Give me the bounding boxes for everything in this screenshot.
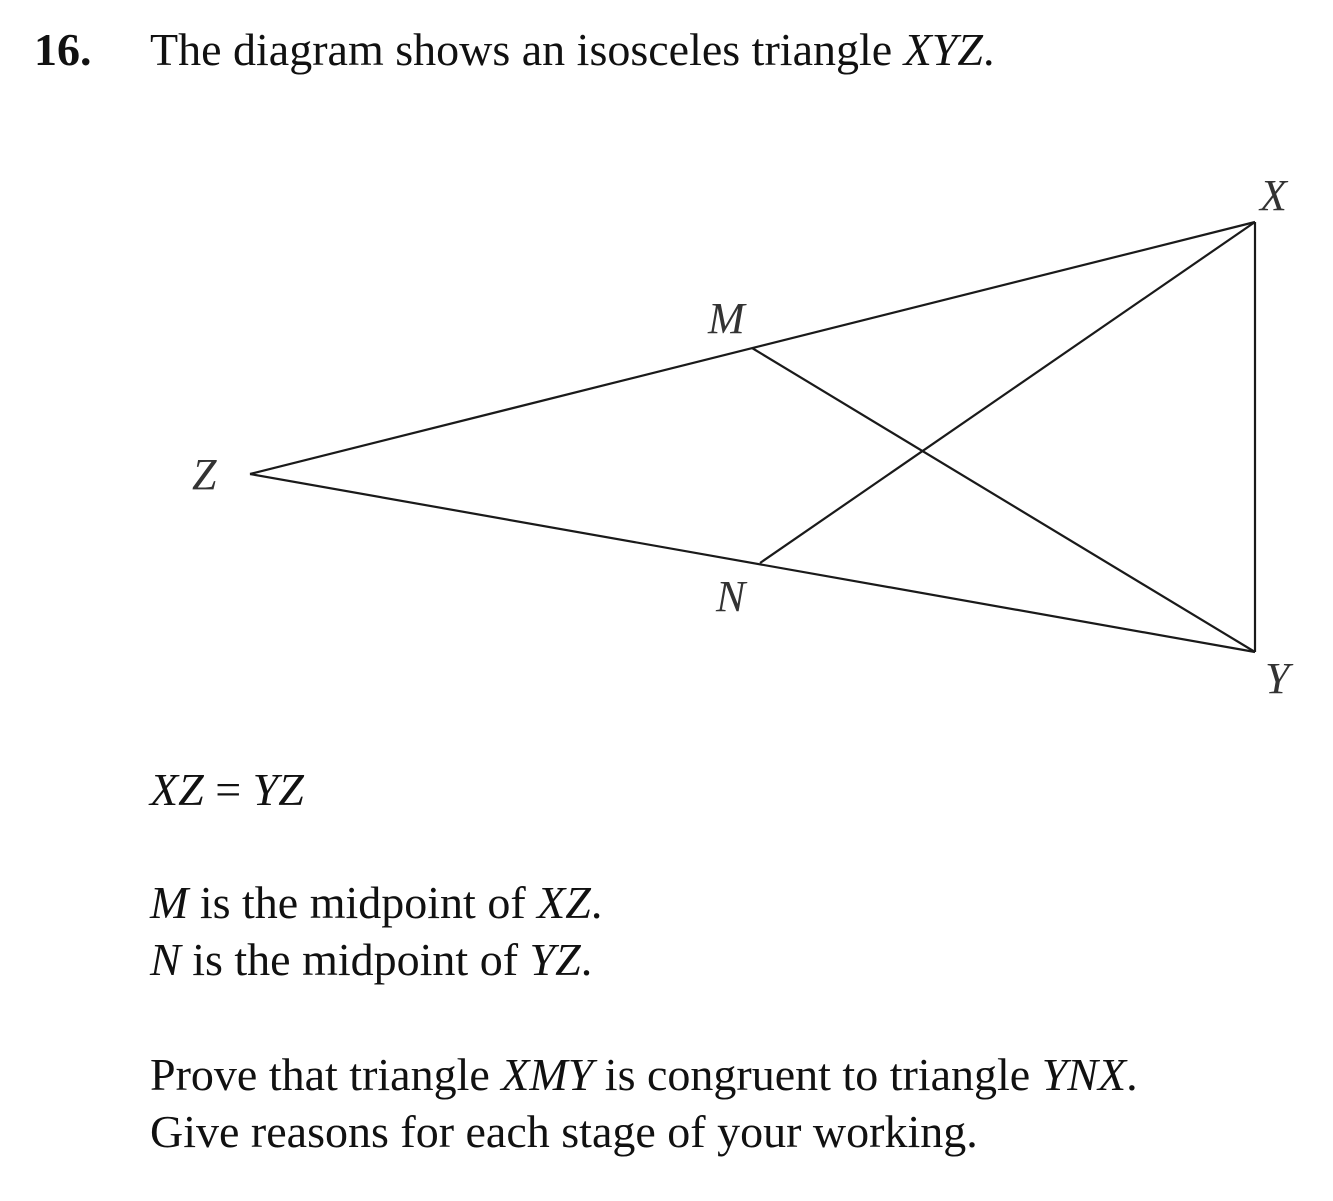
point-n: N (150, 934, 181, 985)
point-m: M (150, 877, 189, 928)
n-end: . (580, 934, 593, 985)
triangle-xmy: XMY (501, 1049, 594, 1100)
prove-text-1: Prove that triangle (150, 1049, 502, 1100)
question-number: 16. (34, 24, 92, 75)
segment-xz: XZ (150, 764, 204, 815)
segment-yz: YZ (252, 764, 304, 815)
side-zy (249, 472, 1256, 654)
label-m: M (707, 294, 747, 343)
question-intro: The diagram shows an isosceles triangle … (150, 22, 994, 77)
statement-m-midpoint: M is the midpoint of XZ. (150, 875, 602, 930)
n-midpoint-text: is the midpoint of (180, 934, 530, 985)
intro-end: . (982, 24, 995, 75)
label-y: Y (1265, 654, 1294, 703)
statement-n-midpoint: N is the midpoint of YZ. (150, 932, 592, 987)
triangle-ynx: YNX (1041, 1049, 1127, 1100)
statement-give-reasons: Give reasons for each stage of your work… (150, 1106, 978, 1157)
label-x: X (1258, 171, 1289, 220)
prove-text-2: is congruent to triangle (593, 1049, 1042, 1100)
equals-sign: = (203, 764, 253, 815)
m-end: . (590, 877, 603, 928)
intro-triangle-name: XYZ (903, 24, 983, 75)
m-midpoint-text: is the midpoint of (188, 877, 538, 928)
label-z: Z (192, 450, 217, 499)
m-segment: XZ (537, 877, 591, 928)
segment-nx (759, 221, 1256, 564)
intro-text: The diagram shows an isosceles triangle (150, 24, 904, 75)
n-segment: YZ (529, 934, 581, 985)
statement-prove: Prove that triangle XMY is congruent to … (150, 1047, 1138, 1102)
label-n: N (715, 572, 748, 621)
statement-sides-equal: XZ = YZ (150, 762, 304, 817)
prove-end: . (1126, 1049, 1138, 1100)
segment-my (751, 347, 1256, 653)
